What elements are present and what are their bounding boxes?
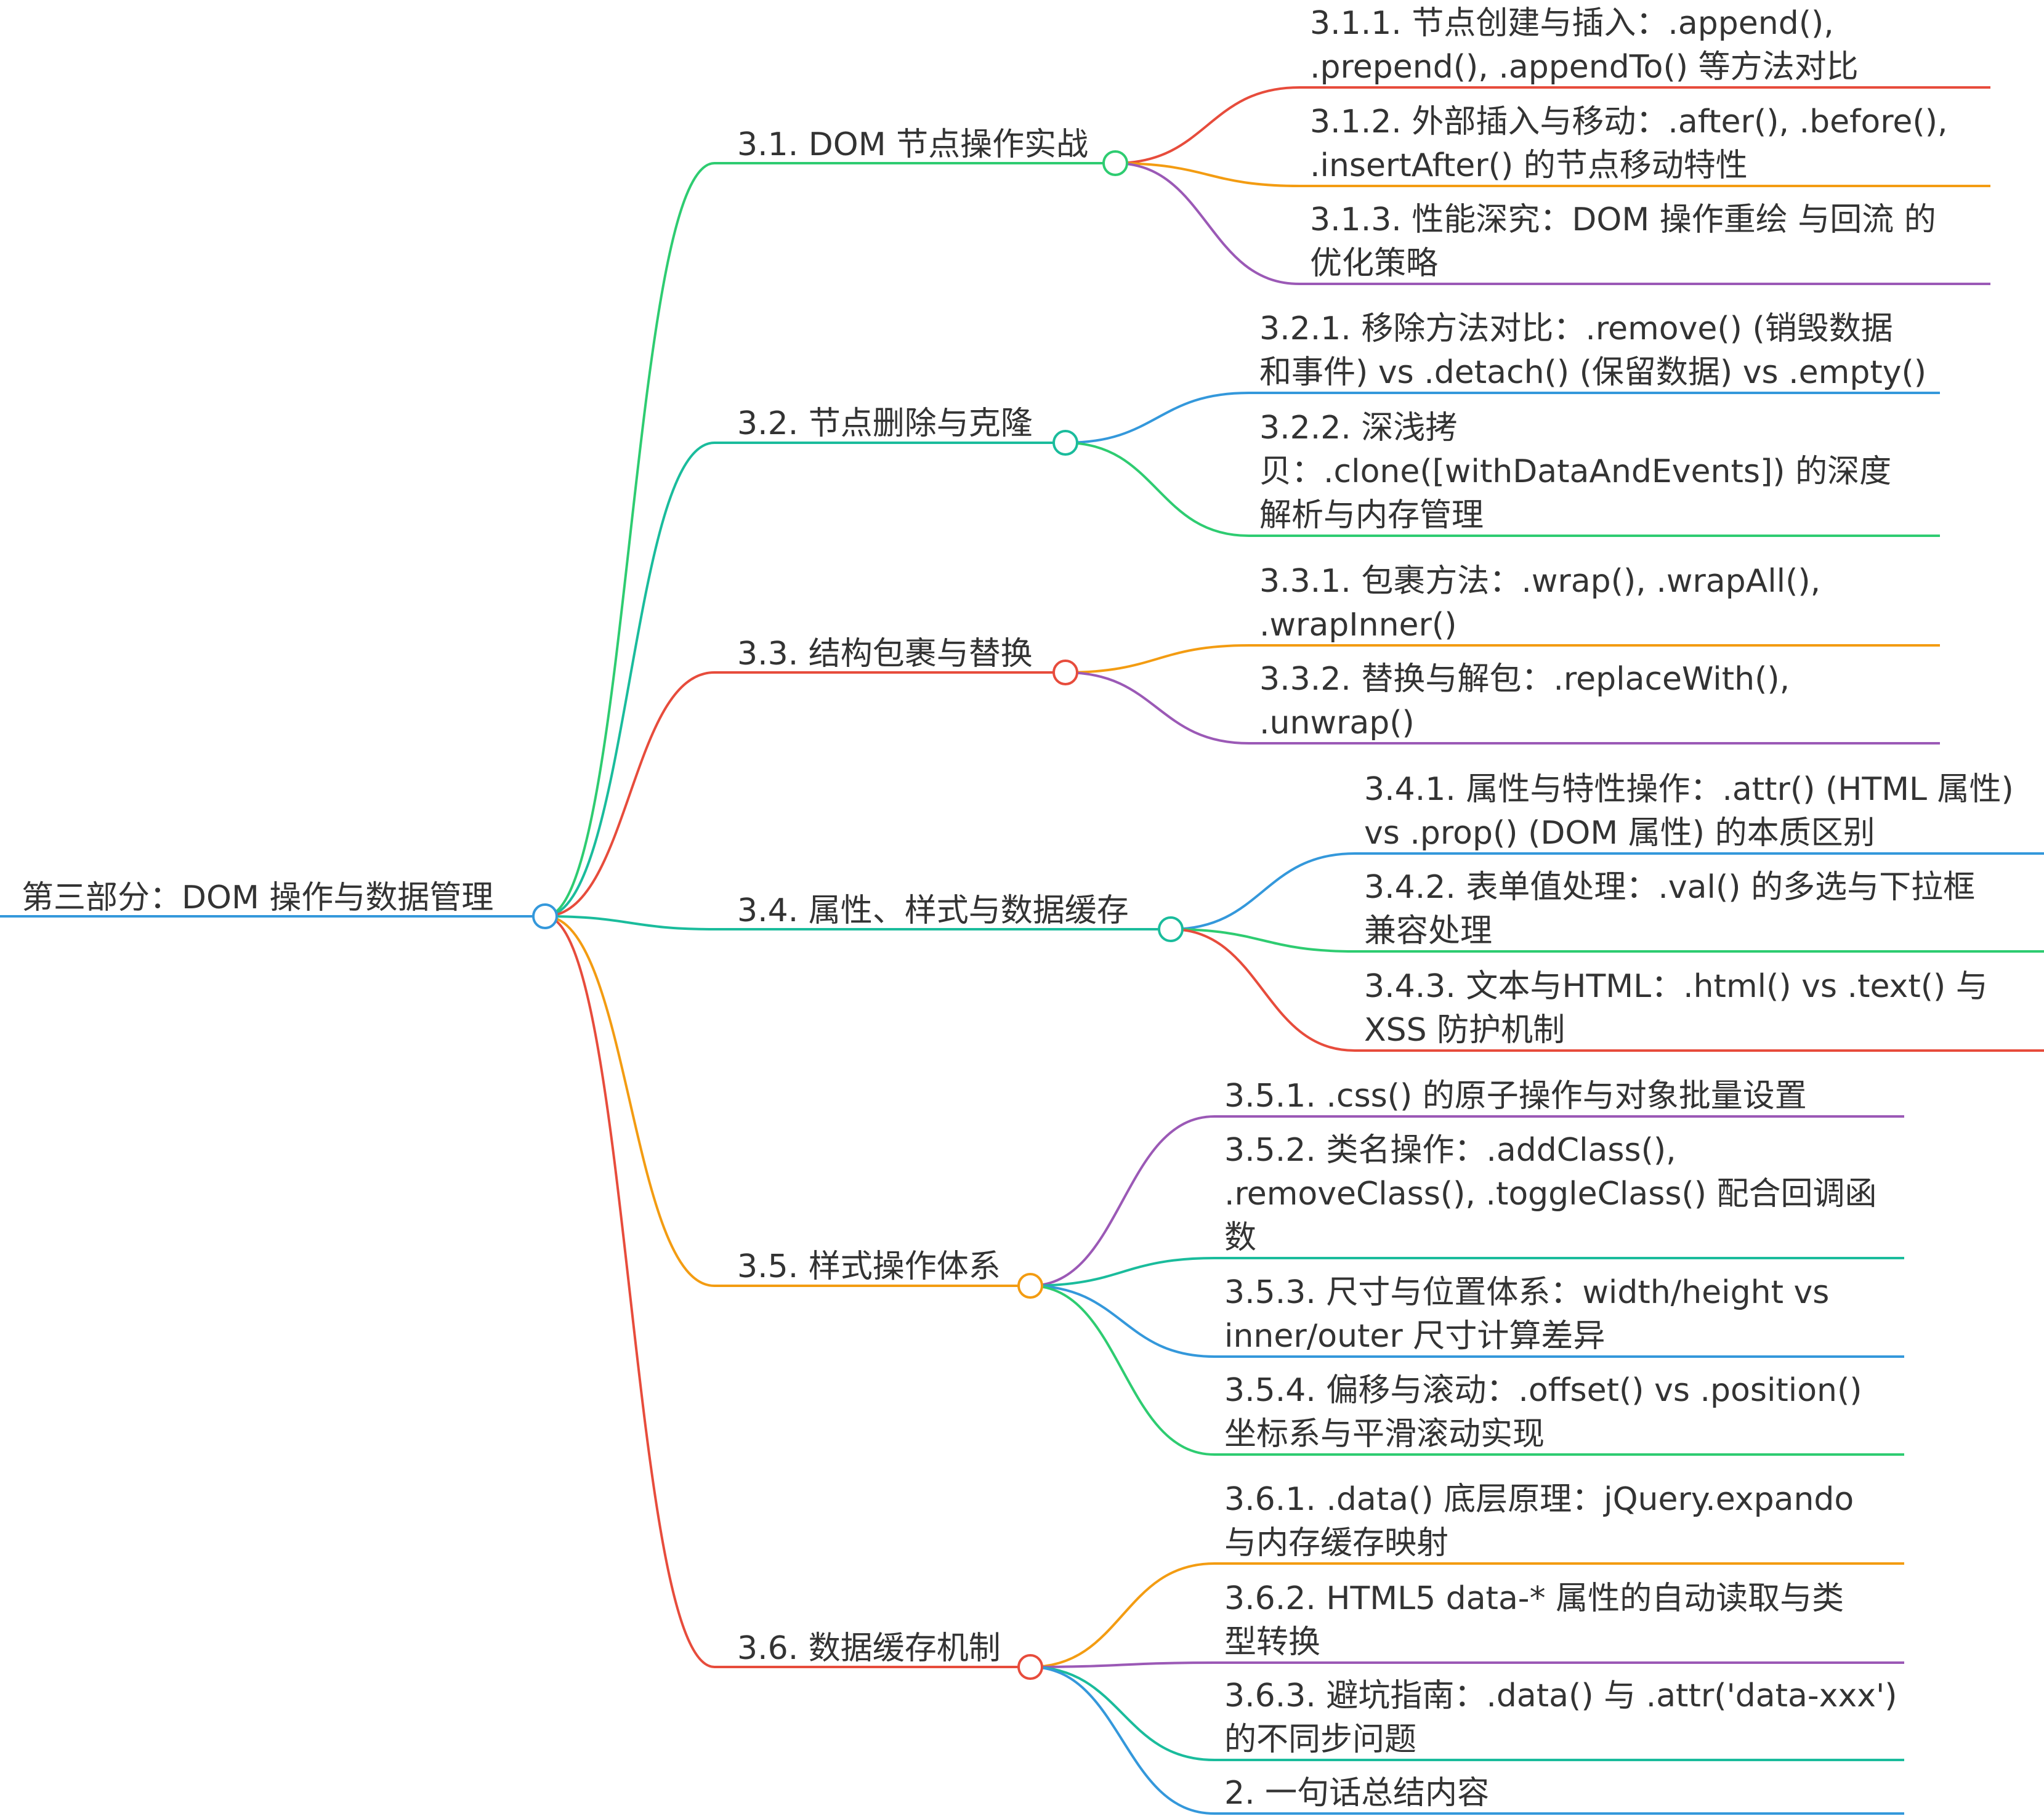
branch-4-child-3-connector xyxy=(1170,928,1355,1052)
branch-6-child-2-text-line: 3.6.2. HTML5 data-* 属性的自动读取与类 xyxy=(1224,1580,1844,1617)
branch-1-child-2-connector xyxy=(1115,162,1300,187)
branch-1-child-3-text-line: 优化策略 xyxy=(1310,245,1438,282)
branch-1-child-3-connector xyxy=(1115,162,1300,285)
branch-6-node-toggle[interactable] xyxy=(1017,1654,1043,1680)
branch-1-connector xyxy=(544,162,715,918)
branch-1-node-toggle[interactable] xyxy=(1102,150,1128,176)
branch-6-child-4-text-line: 2. 一句话总结内容 xyxy=(1224,1775,1489,1812)
branch-4-child-2-text-line: 兼容处理 xyxy=(1364,913,1492,950)
branch-5-child-3-text-line: 3.5.3. 尺寸与位置体系：width/height vs xyxy=(1224,1274,1829,1311)
branch-1-child-2-text-line: .insertAfter() 的节点移动特性 xyxy=(1310,147,1748,184)
branch-1-child-2-text-line: 3.1.2. 外部插入与移动：.after(), .before(), xyxy=(1310,103,1948,140)
branch-5-child-3-connector xyxy=(1030,1285,1215,1358)
branch-4-child-3-text-line: 3.4.3. 文本与HTML：.html() vs .text() 与 xyxy=(1364,968,1988,1005)
branch-6-child-1-text-line: 与内存缓存映射 xyxy=(1224,1525,1448,1562)
branch-2-child-1-connector xyxy=(1065,392,1250,444)
branch-4-child-3-text-line: XSS 防护机制 xyxy=(1364,1012,1565,1049)
branch-6-child-1-text-line: 3.6.1. .data() 底层原理：jQuery.expando xyxy=(1224,1481,1854,1518)
branch-6-child-2-text-line: 型转换 xyxy=(1224,1624,1320,1661)
branch-2-child-2-text-line: 解析与内存管理 xyxy=(1259,497,1484,534)
branch-5-child-4-text-line: 3.5.4. 偏移与滚动：.offset() vs .position() xyxy=(1224,1372,1862,1409)
branch-3-connector xyxy=(544,671,715,918)
branch-4-child-2-text-line: 3.4.2. 表单值处理：.val() 的多选与下拉框 xyxy=(1364,869,1975,906)
branch-5-child-4-text-line: 坐标系与平滑滚动实现 xyxy=(1224,1416,1545,1453)
branch-2-child-1-text-line: 3.2.1. 移除方法对比：.remove() (销毁数据 xyxy=(1259,310,1893,347)
branch-3-child-1-text-line: .wrapInner() xyxy=(1259,607,1457,644)
branch-5-child-1-text-line: 3.5.1. .css() 的原子操作与对象批量设置 xyxy=(1224,1078,1807,1115)
branch-2-connector xyxy=(544,442,715,918)
branch-4-label: 3.4. 属性、样式与数据缓存 xyxy=(737,892,1129,929)
branch-3-child-1-text-line: 3.3.1. 包裹方法：.wrap(), .wrapAll(), xyxy=(1259,563,1820,600)
branch-3-child-2-text-line: 3.3.2. 替换与解包：.replaceWith(), xyxy=(1259,661,1790,698)
branch-5-child-2-text-line: 数 xyxy=(1224,1219,1256,1256)
branch-5-child-3-text-line: inner/outer 尺寸计算差异 xyxy=(1224,1318,1605,1355)
branch-3-child-2-text-line: .unwrap() xyxy=(1259,704,1415,741)
branch-2-child-1-text-line: 和事件) vs .detach() (保留数据) vs .empty() xyxy=(1259,354,1926,391)
branch-3-child-1-connector xyxy=(1065,644,1250,674)
branch-4-connector xyxy=(544,915,715,930)
branch-4-node-toggle[interactable] xyxy=(1158,916,1184,942)
branch-6-child-1-connector xyxy=(1030,1562,1215,1668)
branch-3-node-toggle[interactable] xyxy=(1052,660,1078,685)
branch-5-node-toggle[interactable] xyxy=(1017,1273,1043,1299)
branch-1-child-1-connector xyxy=(1115,86,1300,164)
branch-2-child-2-text-line: 贝：.clone([withDataAndEvents]) 的深度 xyxy=(1259,453,1891,490)
branch-1-child-1-text-line: 3.1.1. 节点创建与插入：.append(), xyxy=(1310,5,1834,42)
branch-5-child-2-connector xyxy=(1030,1257,1215,1287)
root-node-toggle[interactable] xyxy=(532,903,558,929)
branch-2-node-toggle[interactable] xyxy=(1052,430,1078,456)
branch-2-child-2-text-line: 3.2.2. 深浅拷 xyxy=(1259,410,1457,446)
branch-4-child-1-text-line: vs .prop() (DOM 属性) 的本质区别 xyxy=(1364,815,1875,852)
branch-5-child-4-connector xyxy=(1030,1285,1215,1456)
branch-4-child-2-connector xyxy=(1170,928,1355,953)
branch-5-child-2-text-line: 3.5.2. 类名操作：.addClass(), xyxy=(1224,1132,1676,1169)
branch-3-label: 3.3. 结构包裹与替换 xyxy=(737,636,1033,672)
branch-2-label: 3.2. 节点删除与克隆 xyxy=(737,405,1033,442)
branch-1-child-1-text-line: .prepend(), .appendTo() 等方法对比 xyxy=(1310,49,1859,86)
branch-1-child-3-text-line: 3.1.3. 性能深究：DOM 操作重绘 与回流 的 xyxy=(1310,201,1936,238)
branch-5-label: 3.5. 样式操作体系 xyxy=(737,1248,1001,1285)
branch-6-label: 3.6. 数据缓存机制 xyxy=(737,1630,1001,1667)
branch-6-child-2-connector xyxy=(1030,1661,1215,1668)
branch-3-child-2-connector xyxy=(1065,671,1250,745)
branch-6-child-4-connector xyxy=(1030,1666,1215,1815)
branch-5-child-1-connector xyxy=(1030,1115,1215,1287)
branch-6-child-3-connector xyxy=(1030,1666,1215,1761)
root-label: 第三部分：DOM 操作与数据管理 xyxy=(22,879,493,916)
branch-6-connector xyxy=(544,915,715,1668)
branch-6-child-3-text-line: 3.6.3. 避坑指南：.data() 与 .attr('data-xxx') xyxy=(1224,1677,1897,1714)
branch-4-child-1-text-line: 3.4.1. 属性与特性操作：.attr() (HTML 属性) xyxy=(1364,771,2014,808)
branch-2-child-2-connector xyxy=(1065,442,1250,537)
branch-1-label: 3.1. DOM 节点操作实战 xyxy=(737,126,1088,163)
branch-5-connector xyxy=(544,915,715,1287)
branch-6-child-3-text-line: 的不同步问题 xyxy=(1224,1721,1416,1758)
branch-4-child-1-connector xyxy=(1170,852,1355,930)
branch-5-child-2-text-line: .removeClass(), .toggleClass() 配合回调函 xyxy=(1224,1176,1877,1213)
